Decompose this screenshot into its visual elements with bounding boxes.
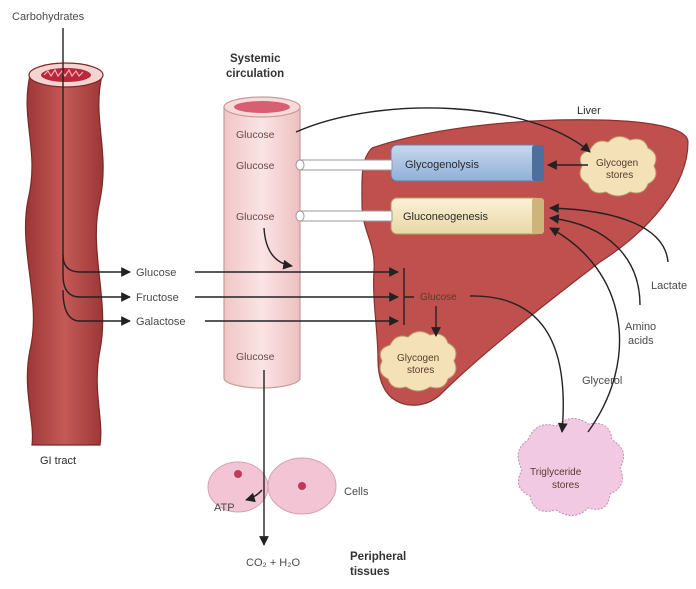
gluconeogenesis-connector [296, 211, 392, 221]
glycogen-stores-bottom-line1: Glycogen [397, 353, 439, 364]
glucose-tube-label-4: Glucose [236, 351, 275, 363]
cell-nucleus [234, 470, 242, 478]
glycogenolysis-connector [296, 160, 392, 170]
glycogen-stores-bottom-line2: stores [407, 365, 434, 376]
systemic-circulation-label-line2: circulation [226, 68, 284, 80]
cells-label: Cells [344, 486, 369, 498]
amino-acids-label-line1: Amino [625, 321, 656, 333]
co2-h2o-label: CO₂ + H₂O [246, 557, 301, 569]
cell-nucleus [298, 482, 306, 490]
triglyceride-stores-line1: Triglyceride [530, 467, 582, 478]
atp-label: ATP [214, 502, 235, 514]
liver-label: Liver [577, 105, 601, 117]
glycogen-stores-top-line1: Glycogen [596, 158, 638, 169]
triglyceride-stores-line2: stores [552, 480, 579, 491]
glycogenolysis-label: Glycogenolysis [405, 159, 479, 171]
lactate-label: Lactate [651, 280, 687, 292]
glycerol-label: Glycerol [582, 375, 622, 387]
glucose-tube-label-1: Glucose [236, 129, 275, 141]
peripheral-tissues-line2: tissues [350, 566, 390, 578]
absorbed-fructose-label: Fructose [136, 292, 179, 304]
glycogen-stores-top-line2: stores [606, 170, 633, 181]
absorbed-glucose-label: Glucose [136, 267, 176, 279]
amino-acids-label-line2: acids [628, 335, 654, 347]
absorbed-galactose-label: Galactose [136, 316, 186, 328]
carbohydrates-label: Carbohydrates [12, 11, 85, 23]
systemic-circulation-label-line1: Systemic [230, 53, 281, 65]
gluconeogenesis-label: Gluconeogenesis [403, 211, 489, 223]
glucose-tube-label-3: Glucose [236, 211, 275, 223]
gi-tract [25, 63, 103, 445]
liver-glucose-label: Glucose [420, 292, 457, 303]
gi-tract-label: GI tract [40, 455, 76, 467]
peripheral-tissues-line1: Peripheral [350, 551, 406, 563]
glucose-tube-label-2: Glucose [236, 160, 275, 172]
